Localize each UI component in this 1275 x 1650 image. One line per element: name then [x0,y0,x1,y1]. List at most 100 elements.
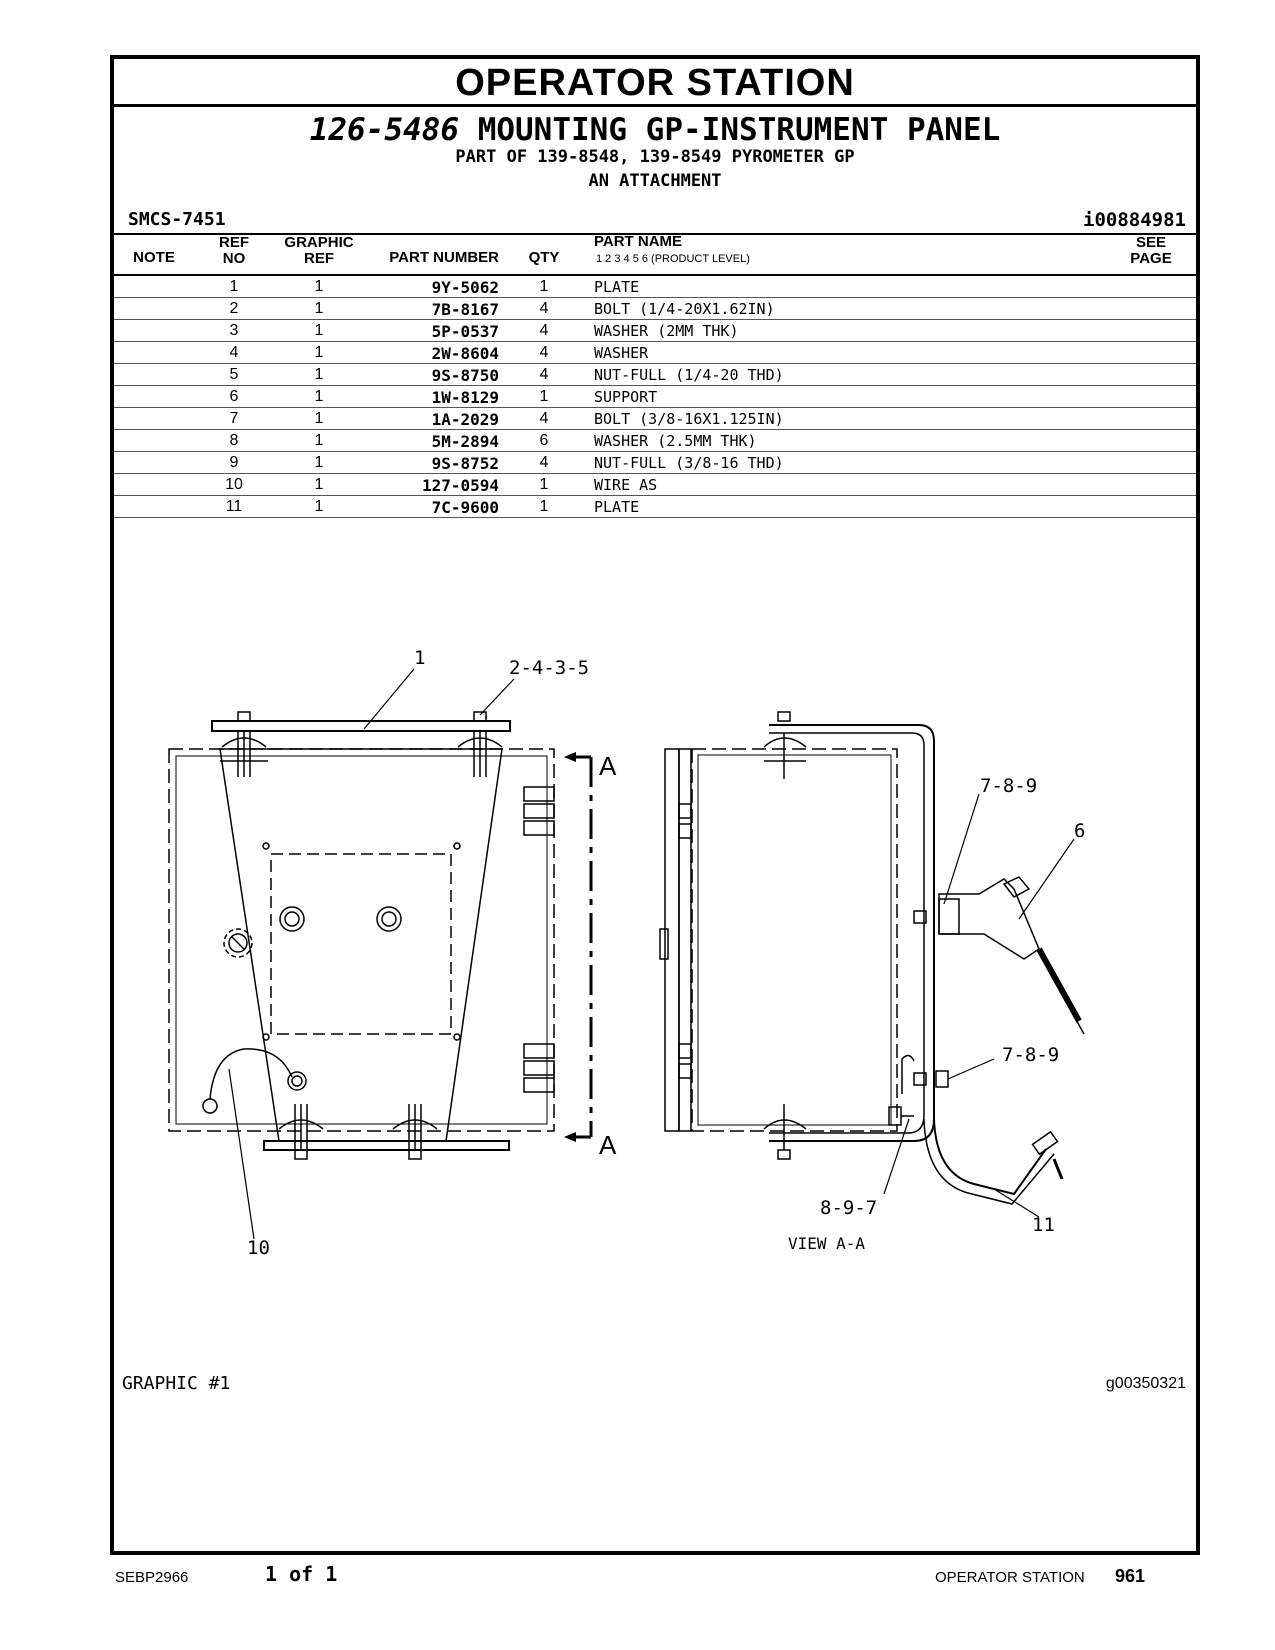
footer-doc-number: SEBP2966 [115,1569,189,1586]
ref-no: 9 [229,454,239,471]
callout-6: 6 [1074,820,1085,842]
part-name: WASHER (2MM THK) [594,322,739,340]
part-name: PLATE [594,278,640,296]
view-a-a [659,711,1085,1218]
part-number: 1W-8129 [431,388,499,407]
part-number: 2W-8604 [431,344,499,363]
part-name: WASHER (2.5MM THK) [594,432,757,450]
graphic-ref: 1 [314,344,324,361]
page-frame: OPERATOR STATION 126-5486 MOUNTING GP-IN… [110,55,1200,1555]
part-name: NUT-FULL (1/4-20 THD) [594,366,784,384]
qty: 1 [539,476,549,493]
part-name: BOLT (3/8-16X1.125IN) [594,410,784,428]
table-row: 3 1 5P-0537 4 WASHER (2MM THK) [114,320,1196,342]
section-a-bottom: A [599,1130,617,1160]
graphic-id: g00350321 [1105,1375,1186,1392]
graphic-ref: 1 [314,388,324,405]
callout-7-8-9-mid: 7-8-9 [1002,1044,1059,1066]
section-title: OPERATOR STATION [114,59,1196,107]
footer-section: OPERATOR STATION [935,1569,1085,1586]
qty: 4 [539,344,549,361]
group-title: 126-5486 MOUNTING GP-INSTRUMENT PANEL [114,112,1196,148]
graphic-ref: 1 [314,278,324,295]
front-view [168,668,593,1240]
ref-no: 4 [229,344,239,361]
qty: 4 [539,410,549,427]
ref-no: 5 [229,366,239,383]
attachment-line: AN ATTACHMENT [588,171,722,191]
header-note: NOTE [133,249,175,266]
graphic-ref: 1 [314,322,324,339]
ref-no: 7 [229,410,239,427]
ref-no: 3 [229,322,239,339]
ref-no: 11 [225,498,243,515]
parts-illustration: 1 2-4-3-5 A A 7-8-9 6 7-8-9 8-9-7 10 11 … [168,649,1085,1259]
table-row: 4 1 2W-8604 4 WASHER [114,342,1196,364]
callout-2-4-3-5: 2-4-3-5 [509,657,589,679]
ref-no: 6 [229,388,239,405]
part-number: 9S-8750 [431,366,499,385]
view-a-a-label: VIEW A-A [788,1234,865,1253]
smcs-code: SMCS-7451 [128,209,226,230]
header-part-number: PART NUMBER [389,249,499,266]
group-name: MOUNTING GP-INSTRUMENT PANEL [477,112,1001,148]
callout-1: 1 [414,649,425,669]
part-name: SUPPORT [594,388,658,406]
table-row: 7 1 1A-2029 4 BOLT (3/8-16X1.125IN) [114,408,1196,430]
callout-7-8-9-top: 7-8-9 [980,775,1037,797]
table-row: 10 1 127-0594 1 WIRE AS [114,474,1196,496]
qty: 4 [539,454,549,471]
graphic-ref: 1 [314,366,324,383]
part-name: WASHER [594,344,649,362]
part-number: 5M-2894 [431,432,499,451]
ref-no: 8 [229,432,239,449]
illustration-id: i00884981 [1083,209,1186,231]
header-qty: QTY [528,249,560,266]
qty: 6 [539,432,549,449]
qty: 4 [539,322,549,339]
part-of-line: PART OF 139-8548, 139-8549 PYROMETER GP [455,147,855,167]
graphic-ref: 1 [314,454,324,471]
graphic-ref: 1 [314,300,324,317]
header-product-level: 1 2 3 4 5 6 (PRODUCT LEVEL) [596,253,750,265]
qty: 1 [539,498,549,515]
footer-page-of: 1 of 1 [265,1562,338,1586]
group-part-number: 126-5486 [309,112,460,148]
part-name: BOLT (1/4-20X1.62IN) [594,300,775,318]
ref-no: 1 [229,278,239,295]
table-row: 9 1 9S-8752 4 NUT-FULL (3/8-16 THD) [114,452,1196,474]
section-a-top: A [599,751,617,781]
graphic-ref: 1 [314,432,324,449]
part-number: 1A-2029 [431,410,499,429]
callout-10: 10 [247,1237,270,1259]
callout-8-9-7: 8-9-7 [820,1197,877,1219]
table-row: 8 1 5M-2894 6 WASHER (2.5MM THK) [114,430,1196,452]
callout-11: 11 [1032,1214,1055,1236]
footer-page-number: 961 [1115,1566,1146,1586]
qty: 1 [539,278,549,295]
part-number: 7B-8167 [431,300,499,319]
graphic-ref: 1 [314,410,324,427]
part-number: 7C-9600 [431,498,499,517]
part-number: 9Y-5062 [431,278,499,297]
part-name: NUT-FULL (3/8-16 THD) [594,454,784,472]
header-part-name: PART NAME [594,233,683,250]
graphic-label: GRAPHIC #1 [122,1373,231,1394]
graphic-ref: 1 [314,498,324,515]
ref-no: 10 [225,476,243,493]
part-name: PLATE [594,498,640,516]
part-number: 9S-8752 [431,454,499,473]
part-number: 5P-0537 [431,322,499,341]
part-number: 127-0594 [421,476,499,495]
part-name: WIRE AS [594,476,658,494]
graphic-ref: 1 [314,476,324,493]
header-rule [114,274,1196,276]
